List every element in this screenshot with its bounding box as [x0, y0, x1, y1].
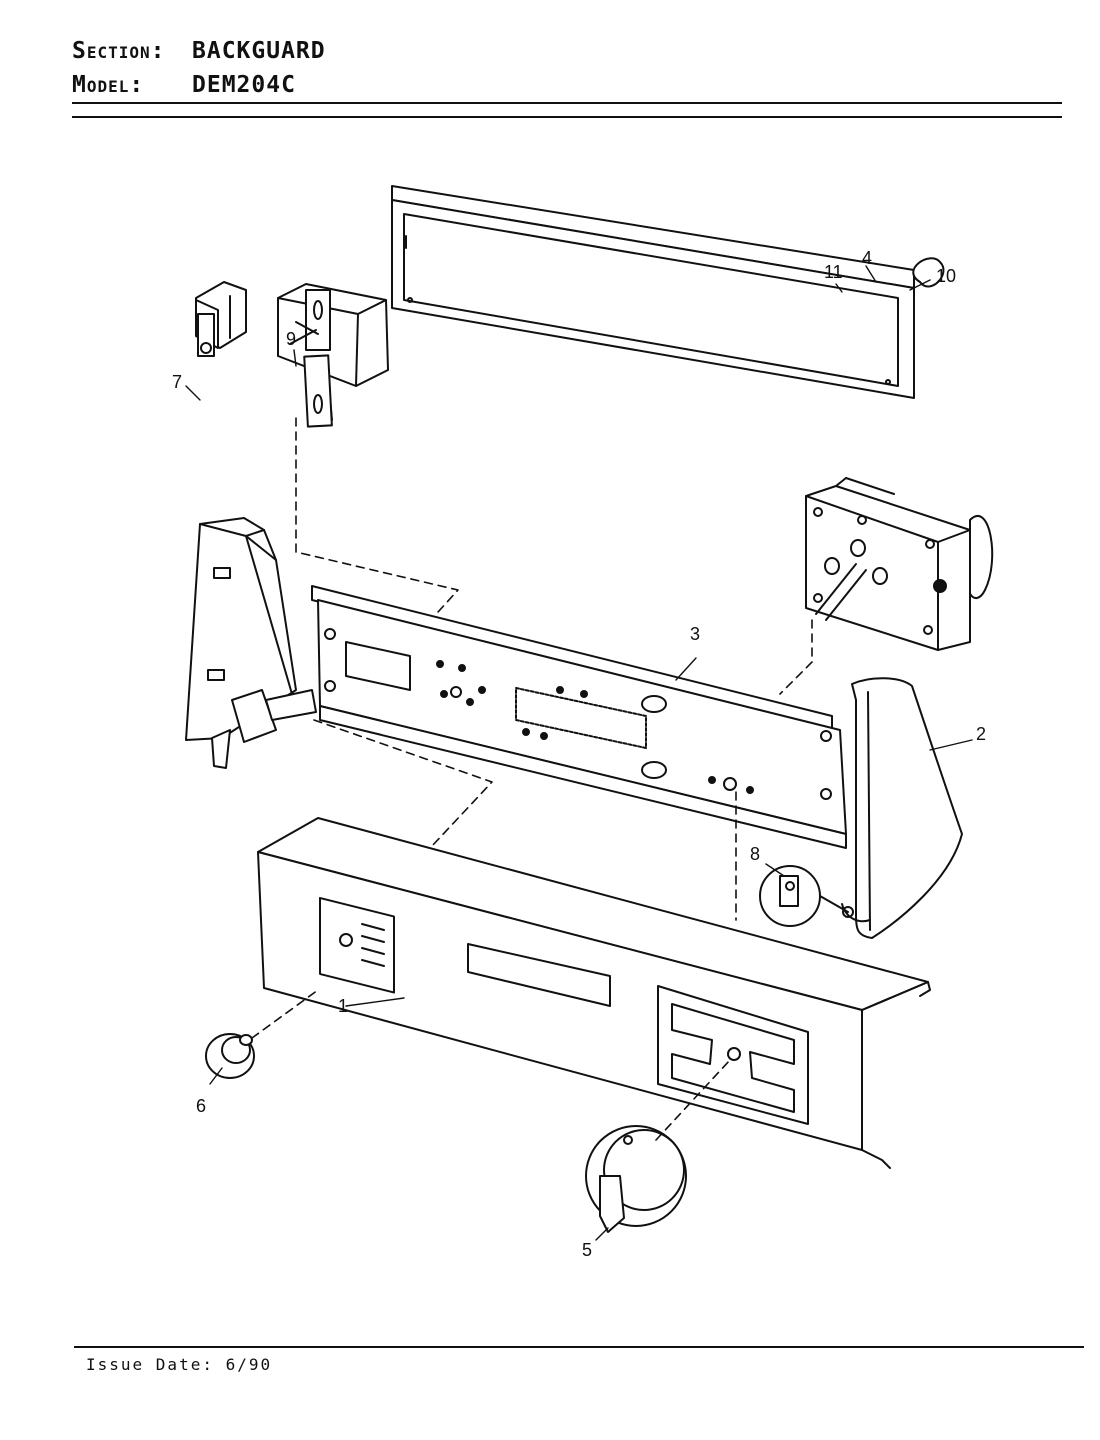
callout-labels: 10 9 7 11 4 3 2 8 1 6 5: [172, 248, 986, 1260]
callout-4: 4: [862, 248, 872, 268]
model-value: DEM204C: [192, 72, 296, 98]
part-3-panel: [311, 585, 847, 849]
section-label: Section:: [72, 38, 166, 64]
callout-11: 11: [824, 262, 843, 282]
part-left-endcap: [185, 517, 317, 769]
part-1-front-panel: [257, 817, 931, 1169]
model-label: Model:: [72, 72, 145, 98]
part-4-control: [805, 257, 994, 651]
callout-3: 3: [690, 624, 700, 644]
part-5-knob: [585, 1125, 687, 1233]
part-6-knob: [205, 1033, 255, 1079]
part-8-clip: [759, 865, 849, 927]
callout-1: 1: [338, 996, 348, 1016]
part-10-trim: [391, 185, 915, 399]
callout-8: 8: [750, 844, 760, 864]
header-rule-top: [72, 102, 1062, 104]
header-rule-bottom: [72, 116, 1062, 118]
callout-10: 10: [936, 266, 956, 286]
part-7-switch: [195, 281, 247, 357]
callout-2: 2: [976, 724, 986, 744]
assembly-guide-lines: [251, 417, 813, 1141]
section-row: Section: BACKGUARD: [72, 34, 326, 68]
callout-5: 5: [582, 1240, 592, 1260]
issue-date: Issue Date: 6/90: [86, 1355, 273, 1374]
page-header: Section: BACKGUARD Model: DEM204C: [72, 34, 326, 102]
leader-lines: [185, 265, 973, 1241]
model-row: Model: DEM204C: [72, 68, 326, 102]
part-2-endcap: [841, 677, 963, 939]
callout-6: 6: [196, 1096, 206, 1116]
callout-9: 9: [286, 329, 296, 349]
section-value: BACKGUARD: [192, 38, 326, 64]
part-9-switch-bracket: [277, 283, 389, 428]
footer-rule: [74, 1346, 1084, 1348]
callout-7: 7: [172, 372, 182, 392]
